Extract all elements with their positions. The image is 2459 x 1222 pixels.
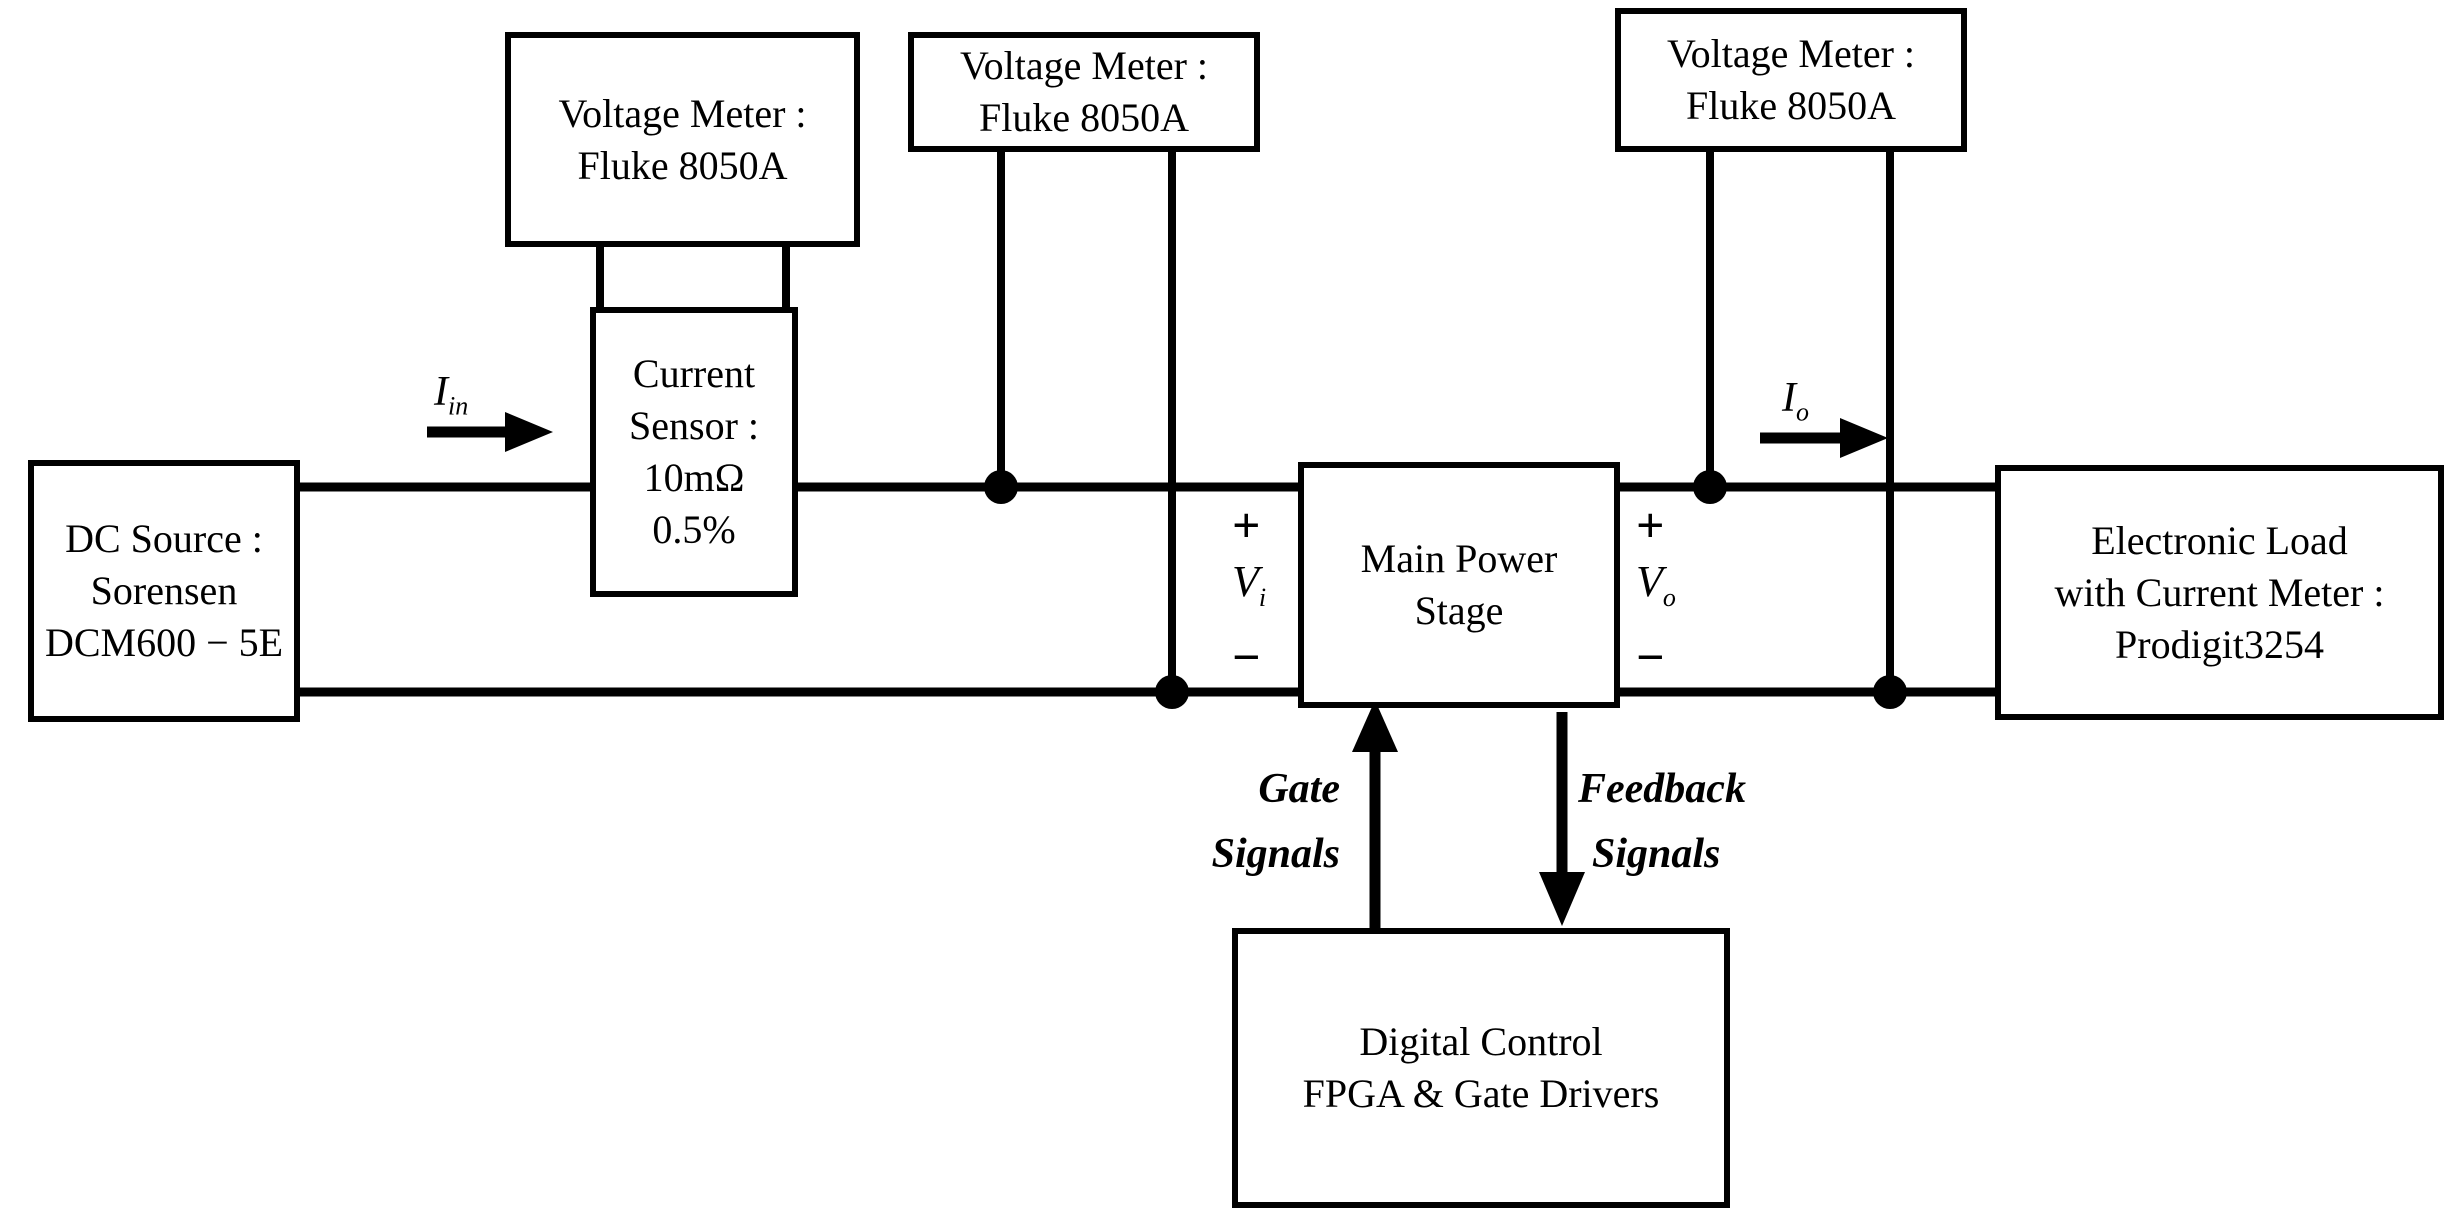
dc-source-line-1: DC Source : (65, 516, 263, 561)
voltage-meter-2-line-2: Fluke 8050A (979, 95, 1189, 140)
vo-symbol: V (1636, 557, 1663, 606)
output-current-symbol: I (1782, 375, 1796, 421)
junction-dot-vi-plus (984, 470, 1018, 504)
vi-minus-sign: − (1232, 629, 1261, 685)
vi-symbol: V (1232, 557, 1259, 606)
junction-dot-vi-minus (1155, 675, 1189, 709)
voltage-meter-3-block[interactable]: Voltage Meter : Fluke 8050A (1615, 8, 1967, 152)
input-current-subscript: in (448, 391, 469, 421)
current-sensor-block[interactable]: Current Sensor : 10mΩ 0.5% (590, 307, 798, 597)
main-power-stage-line-1: Main Power (1360, 536, 1558, 581)
gate-signals-label-line-1: Gate (1258, 766, 1340, 812)
electronic-load-line-1: Electronic Load (2091, 517, 2348, 563)
electronic-load-line-3: Prodigit3254 (2115, 621, 2324, 667)
voltage-meter-1-line-1: Voltage Meter : (558, 90, 807, 136)
vi-plus-sign: + (1232, 497, 1261, 553)
dc-source-block[interactable]: DC Source : Sorensen DCM600 − 5E (28, 460, 300, 722)
gate-signals-arrow (1352, 700, 1398, 930)
vi-subscript: i (1258, 582, 1267, 612)
feedback-signals-label-line-1: Feedback (1578, 766, 1746, 812)
vo-plus-sign: + (1636, 497, 1665, 553)
current-sensor-line-3: 10mΩ (643, 455, 745, 500)
current-sensor-line-4: 0.5% (652, 507, 736, 552)
output-current-subscript: o (1796, 397, 1809, 427)
feedback-signals-label-line-2: Signals (1592, 831, 1721, 877)
input-current-arrow (427, 412, 553, 452)
vi-label: Vi (1232, 560, 1266, 611)
voltage-meter-2-line-1: Voltage Meter : (959, 43, 1209, 88)
voltage-meter-3-line-1: Voltage Meter : (1666, 31, 1916, 76)
input-current-symbol: I (434, 369, 448, 415)
junction-dot-vo-plus (1693, 470, 1727, 504)
main-power-stage-block[interactable]: Main Power Stage (1298, 462, 1620, 708)
vo-minus-sign: − (1636, 629, 1665, 685)
voltage-meter-1-line-2: Fluke 8050A (577, 142, 788, 188)
feedback-signals-arrow (1539, 712, 1585, 926)
digital-control-line-2: FPGA & Gate Drivers (1302, 1071, 1660, 1116)
voltage-meter-1-block[interactable]: Voltage Meter : Fluke 8050A (505, 32, 860, 247)
gate-signals-label-line-2: Signals (1211, 831, 1340, 877)
output-current-label: Io (1782, 374, 1809, 427)
junction-dots (984, 470, 1907, 709)
digital-control-block[interactable]: Digital Control FPGA & Gate Drivers (1232, 928, 1730, 1208)
electronic-load-line-2: with Current Meter : (2054, 569, 2385, 615)
output-current-arrow (1760, 418, 1888, 458)
current-sensor-line-1: Current (632, 351, 756, 396)
vo-label: Vo (1636, 560, 1676, 611)
input-current-label: Iin (434, 368, 468, 421)
dc-source-line-3: DCM600 − 5E (44, 620, 284, 665)
junction-dot-vo-minus (1873, 675, 1907, 709)
vo-subscript: o (1662, 582, 1676, 612)
current-sensor-line-2: Sensor : (629, 403, 759, 448)
main-power-stage-line-2: Stage (1414, 588, 1504, 633)
digital-control-line-1: Digital Control (1359, 1019, 1603, 1064)
dc-source-line-2: Sorensen (90, 568, 238, 613)
voltage-meter-2-block[interactable]: Voltage Meter : Fluke 8050A (908, 32, 1260, 152)
voltage-meter-3-line-2: Fluke 8050A (1686, 83, 1896, 128)
electronic-load-block[interactable]: Electronic Load with Current Meter : Pro… (1995, 465, 2444, 720)
